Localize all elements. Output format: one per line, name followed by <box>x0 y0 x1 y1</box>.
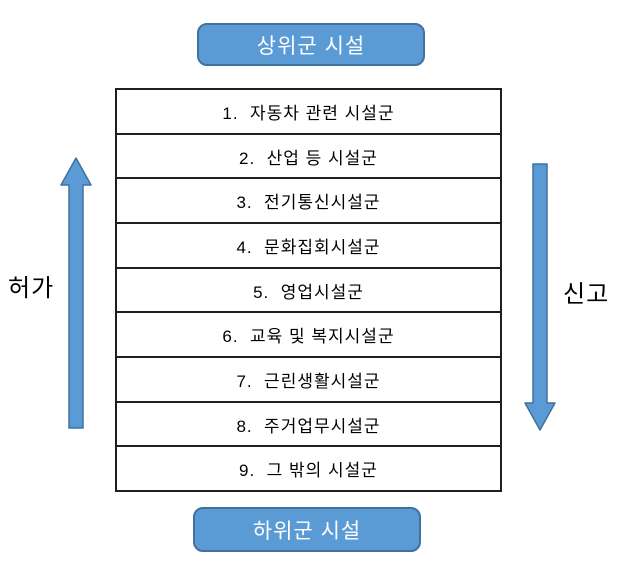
lower-group-label: 하위군 시설 <box>252 519 362 543</box>
facility-row-8: 8. 주거업무시설군 <box>117 403 500 448</box>
facility-row-9: 9. 그 밖의 시설군 <box>239 461 378 481</box>
lower-group-box: 하위군 시설 <box>193 507 421 552</box>
facility-row-2: 2. 산업 등 시설군 <box>117 135 500 180</box>
permit-up-arrow-icon <box>60 157 92 429</box>
upper-group-box: 상위군 시설 <box>197 23 425 66</box>
report-down-arrow-icon <box>524 163 556 431</box>
facility-row-5: 5. 영업시설군 <box>117 269 500 314</box>
facility-row-6: 6. 교육 및 복지시설군 <box>117 313 500 359</box>
report-label: 신고 <box>563 281 610 308</box>
facility-row-4: 4. 문화집회시설군 <box>117 224 500 269</box>
facility-row-1: 1. 자동차 관련 시설군 <box>117 90 500 135</box>
facility-row-3: 3. 전기통신시설군 <box>117 179 500 225</box>
permit-label: 허가 <box>8 275 55 302</box>
upper-group-label: 상위군 시설 <box>256 34 366 58</box>
facility-row-7: 7. 근린생활시설군 <box>117 358 500 403</box>
facility-group-table: 1. 자동차 관련 시설군 2. 산업 등 시설군 3. 전기통신시설군 4. … <box>115 88 502 492</box>
